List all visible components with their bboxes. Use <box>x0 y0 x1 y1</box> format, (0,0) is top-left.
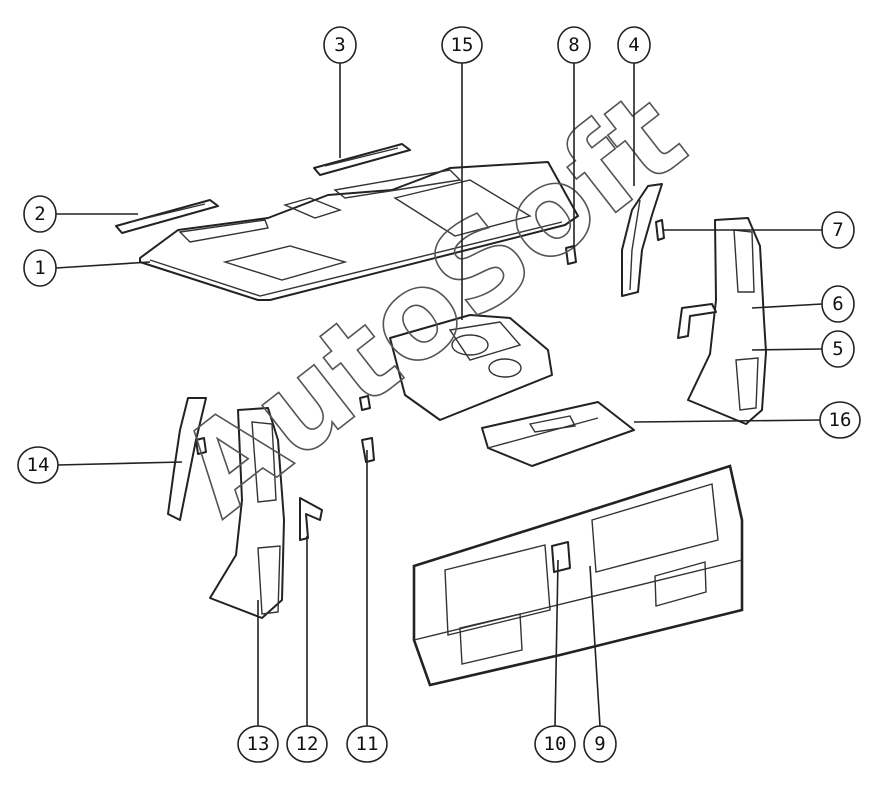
callout-2: 2 <box>23 195 57 233</box>
part-13-side-panel <box>209 407 285 619</box>
part-3-trim-strip <box>313 143 411 176</box>
part-side-handle-right <box>677 303 717 339</box>
part-5-6-side-panel <box>687 217 767 425</box>
callout-7: 7 <box>821 211 855 249</box>
callout-label: 11 <box>356 733 379 755</box>
part-9-rear-panel <box>412 464 744 687</box>
part-1-headliner <box>139 161 579 301</box>
part-12-handle <box>299 497 323 541</box>
callout-label: 15 <box>451 34 474 56</box>
part-14-pillar-trim <box>167 397 207 521</box>
callout-1: 1 <box>23 249 57 287</box>
callout-label: 1 <box>34 257 45 279</box>
callout-label: 2 <box>34 203 45 225</box>
part-16-tray <box>481 401 635 467</box>
callout-label: 7 <box>832 219 843 241</box>
callout-label: 5 <box>832 338 843 360</box>
callout-6: 6 <box>821 285 855 323</box>
part-4-pillar-trim <box>621 183 663 297</box>
part-8-bracket <box>565 245 577 265</box>
callout-8: 8 <box>557 26 591 64</box>
part-10-latch <box>551 541 571 573</box>
callout-12: 12 <box>286 725 328 763</box>
callout-label: 13 <box>247 733 270 755</box>
callout-label: 8 <box>568 34 579 56</box>
callout-11: 11 <box>346 725 388 763</box>
callout-label: 3 <box>334 34 345 56</box>
leader-lines <box>55 63 823 727</box>
callout-9: 9 <box>583 725 617 763</box>
callout-5: 5 <box>821 330 855 368</box>
part-11-clip <box>359 395 375 463</box>
callout-14: 14 <box>17 446 59 484</box>
callout-label: 16 <box>829 409 852 431</box>
callout-label: 9 <box>594 733 605 755</box>
callout-15: 15 <box>441 26 483 64</box>
callout-13: 13 <box>237 725 279 763</box>
callout-3: 3 <box>323 26 357 64</box>
callout-label: 12 <box>296 733 319 755</box>
callout-4: 4 <box>617 26 651 64</box>
callout-label: 6 <box>832 293 843 315</box>
part-7-clip <box>655 219 665 241</box>
callout-10: 10 <box>534 725 576 763</box>
callout-label: 14 <box>27 454 50 476</box>
callout-label: 10 <box>544 733 567 755</box>
part-15-console <box>389 314 553 421</box>
callout-label: 4 <box>628 34 639 56</box>
part-2-trim-strip <box>115 199 219 234</box>
watermark-text: AutoSoft <box>154 66 710 543</box>
callout-16: 16 <box>819 401 861 439</box>
